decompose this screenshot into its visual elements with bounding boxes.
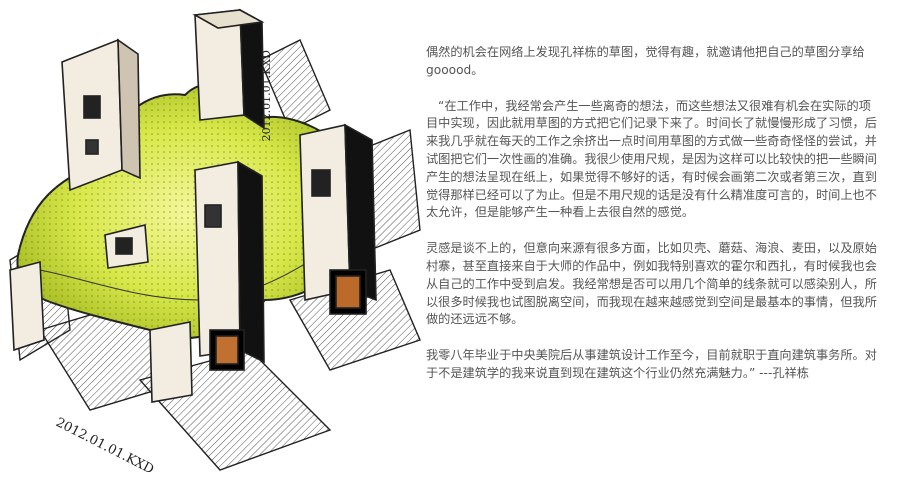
article-text: 偶然的机会在网络上发现孔祥栋的草图，觉得有趣，就邀请他把自己的草图分享给gooo…: [426, 44, 878, 401]
intro-paragraph: 偶然的机会在网络上发现孔祥栋的草图，觉得有趣，就邀请他把自己的草图分享给gooo…: [426, 45, 865, 77]
tower-right: [299, 123, 377, 315]
tower-top: [192, 8, 265, 130]
tower-left: [61, 38, 141, 192]
quote-paragraph-2: 灵感是谈不上的，但意向来源有很多方面，比如贝壳、蘑菇、海浪、麦田，以及原始村寨，…: [426, 241, 877, 327]
quote-paragraph-1: “在工作中，我经常会产生一些离奇的想法，而这些想法又很难有机会在实际的项目中实现…: [426, 98, 877, 220]
wall-bottom-left: [9, 260, 193, 403]
signature-side: 2012.01.01.KXD: [260, 50, 273, 142]
architecture-sketch: 2012.01.01.KXD 2012.01.01.KXD: [0, 0, 425, 488]
quote-paragraph-3: 我零八年毕业于中央美院后从事建筑设计工作至今，目前就职于直向建筑事务所。对于不是…: [426, 348, 877, 380]
tower-small: [104, 223, 149, 269]
tower-center: [194, 160, 265, 371]
signature-bottom: 2012.01.01.KXD: [53, 415, 156, 477]
